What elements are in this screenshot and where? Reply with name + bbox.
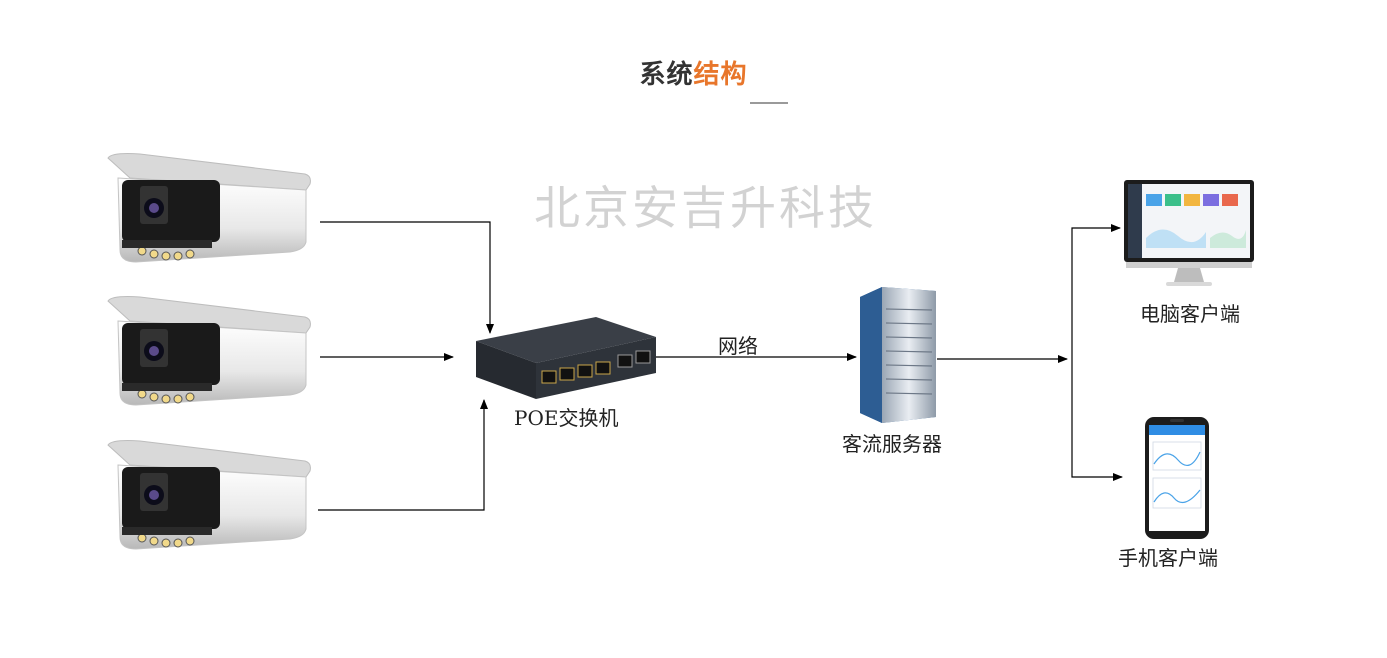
line-camera3-switch	[318, 399, 488, 511]
pc-monitor-icon	[1124, 180, 1254, 286]
mobile-phone-icon	[1145, 417, 1209, 539]
line-hub-pc	[1071, 224, 1121, 359]
camera-3-icon	[107, 440, 311, 550]
watermark: 北京安吉升科技	[534, 181, 877, 235]
server-label: 客流服务器	[842, 432, 942, 456]
camera-1-icon	[107, 153, 311, 263]
line-hub-phone	[1071, 359, 1123, 481]
phone-client-label: 手机客户端	[1118, 546, 1218, 570]
switch-label: POE交换机	[514, 406, 619, 430]
line-camera1-switch	[320, 221, 494, 334]
poe-switch-icon	[476, 317, 656, 399]
title-part-2: 结构	[693, 60, 748, 90]
network-link-label: 网络	[718, 334, 758, 358]
pc-client-label: 电脑客户端	[1140, 302, 1240, 326]
title-underline	[750, 102, 788, 104]
title-part-1: 系统	[639, 60, 694, 90]
camera-2-icon	[107, 296, 311, 406]
diagram-title: 系统结构	[0, 54, 1387, 91]
server-icon	[860, 287, 936, 423]
